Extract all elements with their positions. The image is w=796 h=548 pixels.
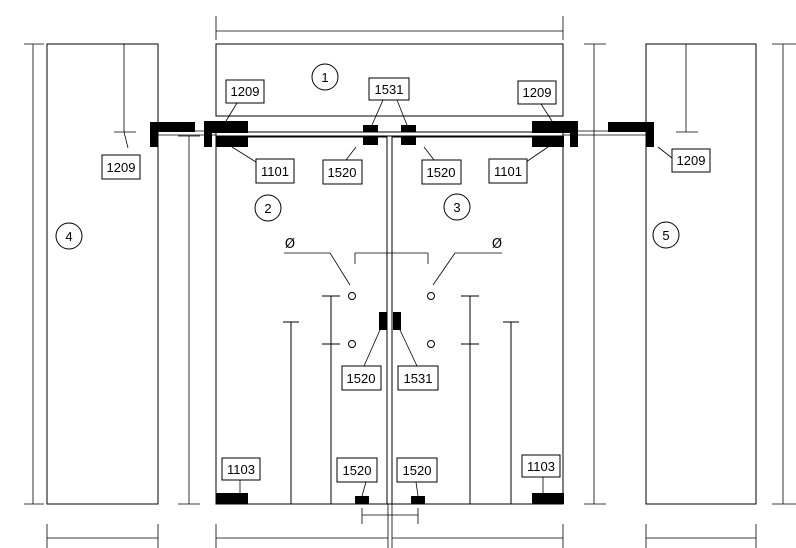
- center-lock-right: [393, 312, 401, 330]
- panel-number-3: 3: [443, 193, 471, 221]
- callout-frame-top-left: 1209: [225, 79, 265, 104]
- side-panel-4: [46, 43, 159, 505]
- floor-patch-left: [216, 493, 248, 504]
- corner-clamp-right: [532, 121, 578, 133]
- svg-text:1520: 1520: [328, 165, 357, 180]
- transom-panel-1: [215, 43, 564, 117]
- hole-upper-left: [348, 292, 356, 300]
- floor-patch-right: [532, 493, 564, 504]
- svg-text:1209: 1209: [107, 160, 136, 175]
- top-patch-right: [532, 136, 564, 147]
- side-panel-5: [645, 43, 757, 505]
- hole-lower-left: [348, 340, 356, 348]
- top-hinge-left: [363, 125, 378, 132]
- svg-text:1103: 1103: [227, 462, 255, 477]
- bottom-patch-right: [411, 496, 425, 504]
- wall-bracket-left-v: [150, 122, 158, 147]
- svg-text:2: 2: [264, 201, 271, 216]
- callout-frame-top-right: 1209: [517, 80, 557, 105]
- svg-text:1520: 1520: [403, 463, 432, 478]
- top-rail: [215, 131, 564, 137]
- panel-number-2: 2: [254, 194, 282, 222]
- door-leaf-3: [391, 136, 564, 505]
- svg-text:4: 4: [65, 229, 72, 244]
- callout-floor-right: 1103: [521, 454, 561, 478]
- svg-text:1520: 1520: [427, 165, 456, 180]
- hole-lower-right: [427, 340, 435, 348]
- svg-text:1209: 1209: [677, 153, 706, 168]
- svg-text:1520: 1520: [347, 371, 376, 386]
- callout-clamp-left: 1101: [255, 158, 295, 184]
- svg-text:1103: 1103: [527, 459, 555, 474]
- diameter-symbol-right: Ø: [492, 237, 502, 252]
- svg-text:1531: 1531: [375, 82, 404, 97]
- svg-text:1101: 1101: [494, 164, 522, 179]
- top-hinge-right: [401, 125, 416, 132]
- diameter-symbol-left: Ø: [285, 237, 295, 252]
- wall-bracket-right-v: [646, 122, 654, 147]
- center-lock-left: [379, 312, 387, 330]
- callout-bottom-patch-right: 1520: [396, 457, 438, 483]
- callout-patch-top-right: 1520: [421, 159, 462, 185]
- hole-upper-right: [427, 292, 435, 300]
- svg-text:1101: 1101: [261, 164, 289, 179]
- svg-text:1520: 1520: [343, 463, 372, 478]
- wall-bracket-left-h: [150, 122, 195, 132]
- svg-text:3: 3: [453, 200, 460, 215]
- callout-lock-left: 1520: [341, 365, 382, 391]
- callout-floor-left: 1103: [221, 457, 261, 481]
- callout-patch-top-left: 1520: [322, 159, 363, 185]
- callout-wall-right: 1209: [671, 148, 711, 173]
- panel-number-4: 4: [55, 222, 83, 250]
- callout-clamp-right: 1101: [488, 158, 528, 184]
- corner-clamp-left: [204, 121, 248, 133]
- panel-number-1: 1: [311, 63, 339, 91]
- callout-lock-right: 1531: [397, 365, 439, 391]
- bottom-patch-left: [355, 496, 369, 504]
- wall-bracket-right-h: [608, 122, 654, 132]
- panel-number-5: 5: [652, 221, 680, 249]
- svg-text:1: 1: [321, 70, 328, 85]
- callout-hinge-top-center: 1531: [368, 77, 410, 101]
- callout-wall-left: 1209: [101, 154, 141, 180]
- svg-text:1209: 1209: [523, 85, 552, 100]
- callout-bottom-patch-left: 1520: [336, 457, 378, 483]
- door-leaf-2: [215, 136, 388, 505]
- svg-text:1209: 1209: [231, 84, 260, 99]
- svg-text:5: 5: [662, 228, 669, 243]
- svg-text:1531: 1531: [404, 371, 433, 386]
- top-patch-left: [216, 136, 248, 147]
